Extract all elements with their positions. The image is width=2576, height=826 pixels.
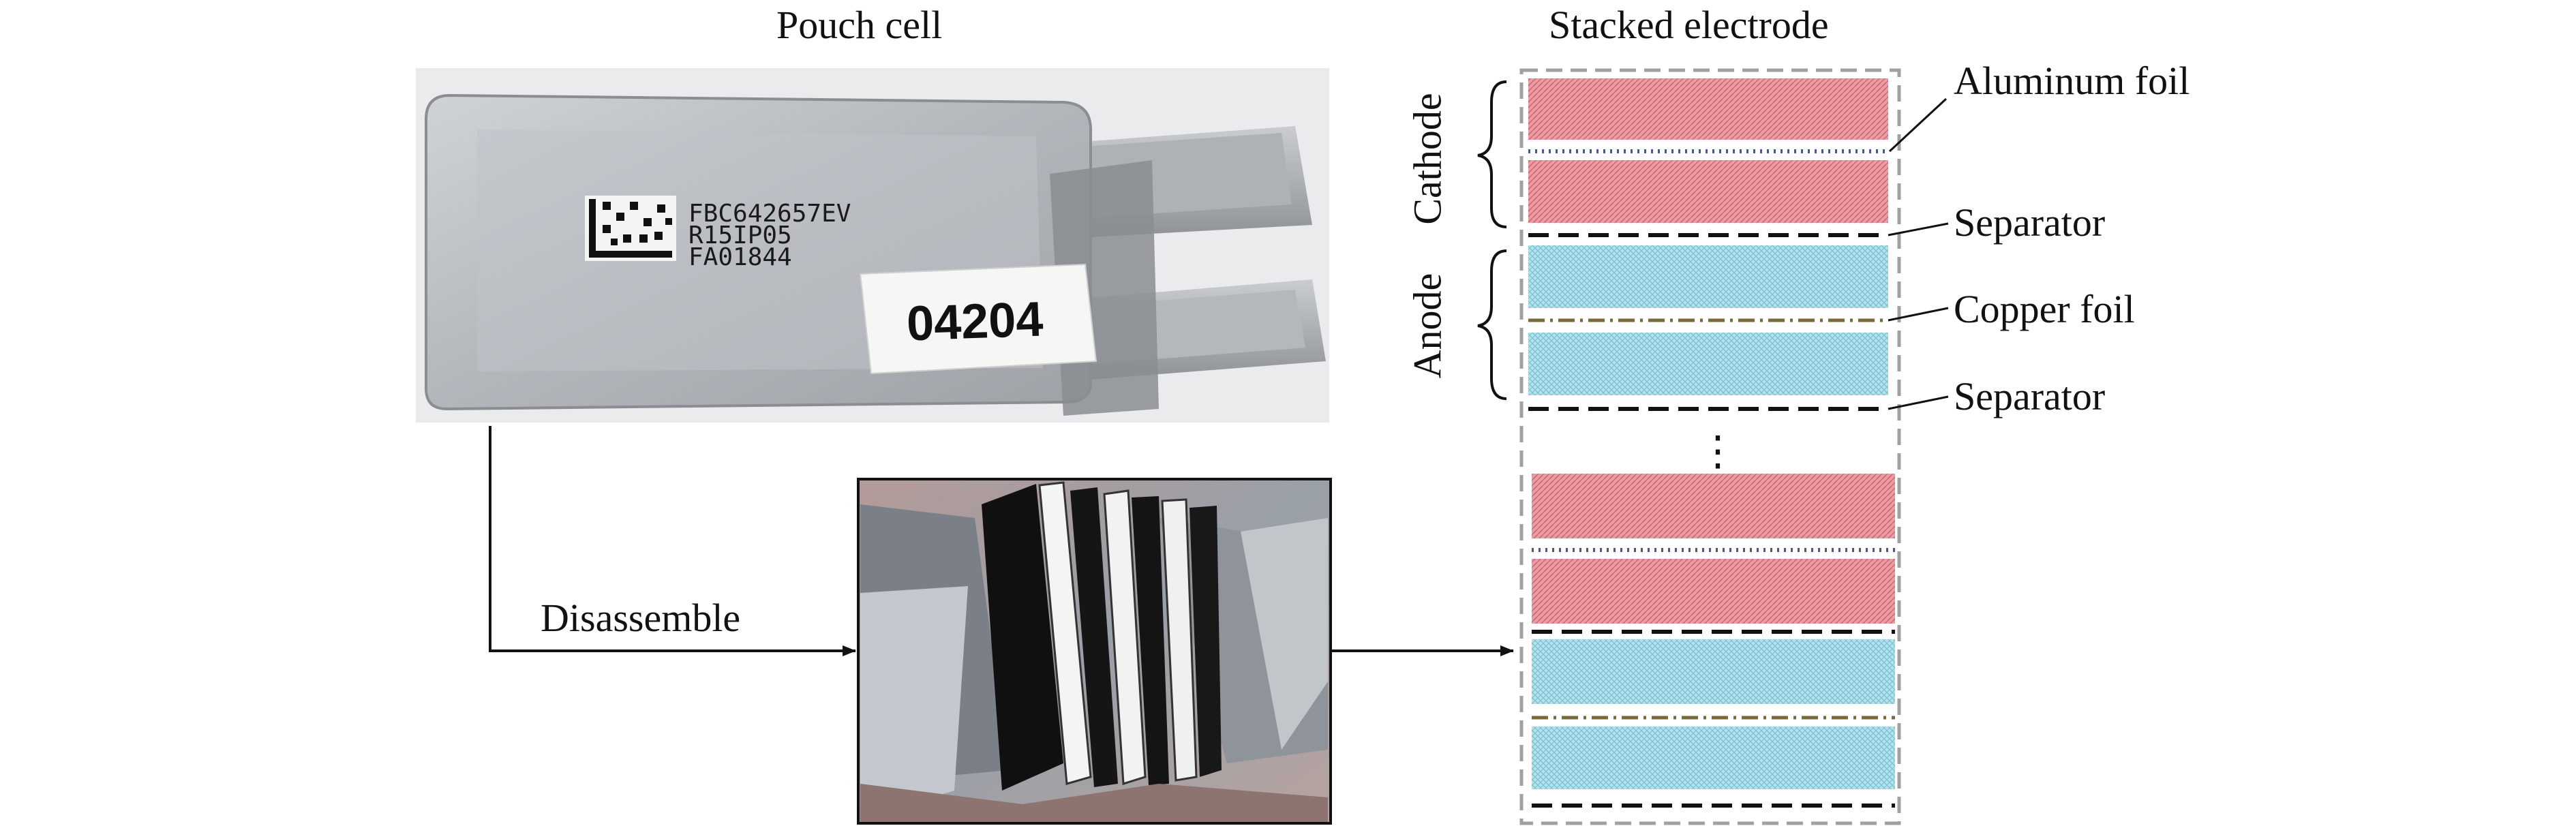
cathode-label: Cathode bbox=[1405, 93, 1449, 224]
stacked-electrode-title: Stacked electrode bbox=[1549, 3, 1829, 47]
pouch-code-line-3: FA01844 bbox=[688, 243, 792, 271]
callout-aluminum-foil: Aluminum foil bbox=[1954, 59, 2190, 103]
datamatrix-code bbox=[585, 196, 676, 261]
anode-layer bbox=[1532, 726, 1895, 789]
stack-layers bbox=[1528, 78, 1895, 808]
disassemble-connector bbox=[489, 426, 856, 656]
disassemble-label: Disassemble bbox=[541, 596, 741, 640]
disassembled-photo bbox=[857, 478, 1332, 825]
anode-brace bbox=[1477, 249, 1507, 400]
pouch-cell-title: Pouch cell bbox=[776, 3, 943, 47]
anode-layer bbox=[1532, 639, 1895, 704]
anode-layer bbox=[1528, 333, 1888, 395]
folded-separator-sheets bbox=[982, 481, 1222, 791]
pouch-sticker-number: 04204 bbox=[906, 292, 1044, 352]
pouch-code-line-1: FBC642657EV bbox=[688, 200, 851, 228]
cathode-layer bbox=[1532, 559, 1895, 624]
pouch-code-line-2: R15IP05 bbox=[688, 221, 792, 249]
callout-copper-foil: Copper foil bbox=[1954, 287, 2135, 331]
pouch-cell-photo: FBC642657EV R15IP05 FA01844 04204 bbox=[416, 68, 1329, 423]
cathode-layer bbox=[1528, 78, 1888, 140]
callout-separator-2: Separator bbox=[1954, 374, 2106, 418]
stack-ellipsis: ⋮ bbox=[1697, 429, 1738, 474]
callout-leaders bbox=[1888, 97, 1949, 410]
anode-layer bbox=[1528, 245, 1888, 308]
cathode-brace bbox=[1477, 80, 1507, 228]
cathode-layer bbox=[1532, 474, 1895, 538]
callout-separator-1: Separator bbox=[1954, 200, 2106, 245]
cathode-layer bbox=[1528, 160, 1888, 223]
anode-label: Anode bbox=[1405, 273, 1449, 379]
